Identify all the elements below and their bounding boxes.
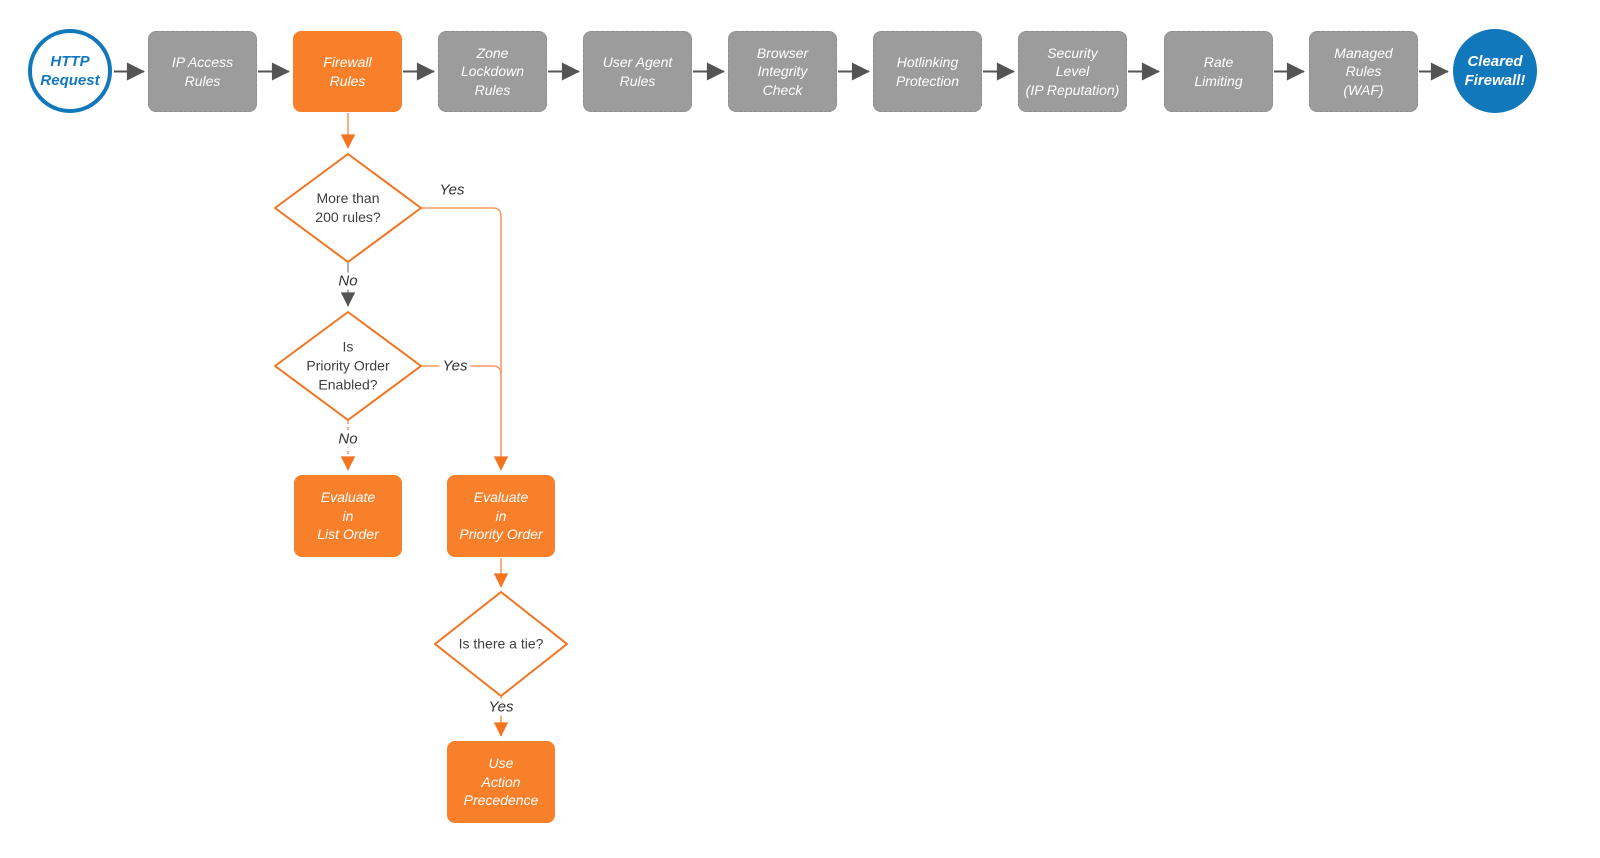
start-node-label: HTTP Request xyxy=(40,52,100,90)
pipeline-step-browser-integrity-check: Browser Integrity Check xyxy=(728,31,837,112)
step-label: Hotlinking Protection xyxy=(895,54,960,89)
action-use-action-precedence: Use Action Precedence xyxy=(447,741,555,823)
step-label: Firewall Rules xyxy=(323,54,372,89)
end-node-label: Cleared Firewall! xyxy=(1464,52,1526,90)
decision-tie-label: Is there a tie? xyxy=(458,635,544,652)
pipeline-step-ip-access-rules: IP Access Rules xyxy=(148,31,257,112)
action-label: Use Action Precedence xyxy=(463,754,539,809)
action-evaluate-list-order: Evaluate in List Order xyxy=(294,475,402,557)
step-label: Security Level (IP Reputation) xyxy=(1025,45,1120,98)
action-label: Evaluate in Priority Order xyxy=(459,488,543,543)
end-node-cleared-firewall: Cleared Firewall! xyxy=(1453,29,1537,113)
step-label: Browser Integrity Check xyxy=(756,45,809,98)
step-label: Rate Limiting xyxy=(1194,54,1243,89)
action-label: Evaluate in List Order xyxy=(317,488,379,543)
action-evaluate-priority-order: Evaluate in Priority Order xyxy=(447,475,555,557)
edge-decision-200-yes-trunk xyxy=(421,207,509,471)
decision-more-than-200-label: More than 200 rules? xyxy=(315,190,381,225)
pipeline-step-security-level: Security Level (IP Reputation) xyxy=(1018,31,1127,112)
start-node-http-request: HTTP Request xyxy=(28,29,112,113)
edge-label-yes-tie: Yes xyxy=(485,698,517,716)
step-label: IP Access Rules xyxy=(171,54,234,89)
edge-label-yes-priority-enabled: Yes xyxy=(439,357,471,375)
pipeline-step-hotlinking-protection: Hotlinking Protection xyxy=(873,31,982,112)
edge-label-yes-200-rules: Yes xyxy=(436,181,468,199)
step-label: User Agent Rules xyxy=(602,54,673,89)
edge-label-no-priority-enabled: No xyxy=(335,430,361,448)
pipeline-step-user-agent-rules: User Agent Rules xyxy=(583,31,692,112)
step-label: Managed Rules (WAF) xyxy=(1334,45,1393,98)
pipeline-step-managed-rules-waf: Managed Rules (WAF) xyxy=(1309,31,1418,112)
pipeline-step-firewall-rules: Firewall Rules xyxy=(293,31,402,112)
pipeline-step-rate-limiting: Rate Limiting xyxy=(1164,31,1273,112)
step-label: Zone Lockdown Rules xyxy=(460,45,525,98)
edge-label-no-200-rules: No xyxy=(335,272,361,290)
decision-priority-enabled-label: Is Priority Order Enabled? xyxy=(306,338,390,393)
pipeline-step-zone-lockdown-rules: Zone Lockdown Rules xyxy=(438,31,547,112)
